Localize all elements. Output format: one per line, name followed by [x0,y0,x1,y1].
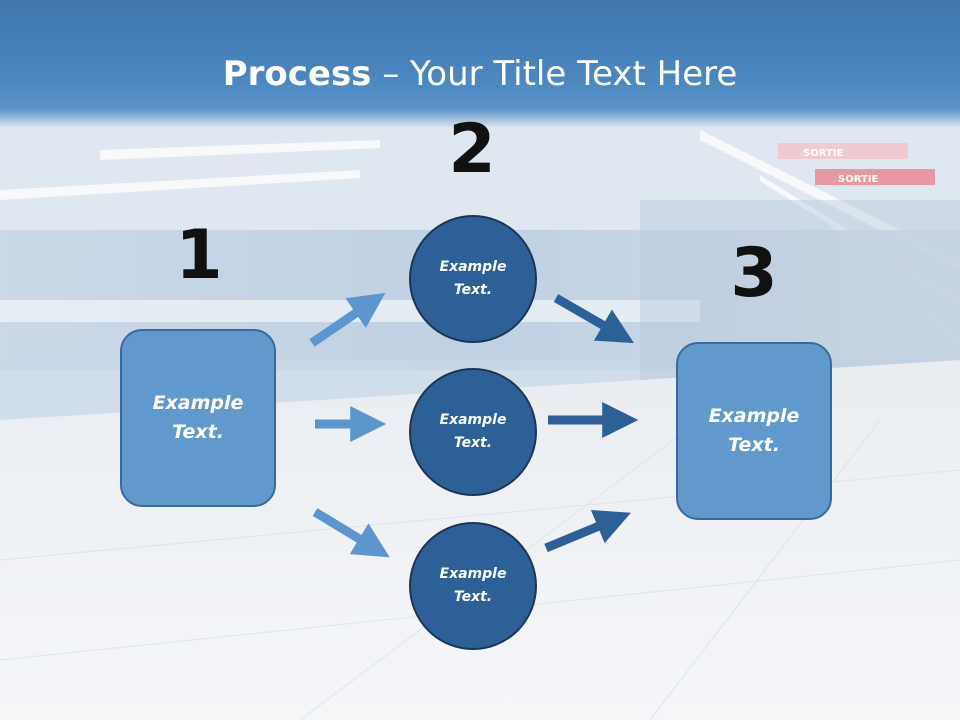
step-number-3: 3 [730,234,778,313]
sortie-signs: SORTIE SORTIE [778,143,935,185]
end-box-line2: Text. [728,434,780,456]
circle-bottom-line2: Text. [453,589,493,605]
sortie-sign-2: SORTIE [838,174,878,185]
arrow-box-to-circle-bottom [312,508,390,558]
circle-middle-line2: Text. [453,435,493,451]
title-band [0,0,960,128]
start-box-line1: Example [152,392,244,414]
circle-top: Example Text. [409,215,537,343]
circle-bottom-line1: Example [439,566,507,582]
circle-top-line1: Example [439,259,507,275]
arrow-circle-bottom-to-box [544,509,631,553]
circle-top-line2: Text. [453,282,493,298]
start-box: Example Text. [120,329,276,507]
end-box-line1: Example [708,405,800,427]
arrow-box-to-circle-top [309,292,386,347]
title-rest: – Your Title Text Here [371,54,738,94]
start-box-line2: Text. [172,421,224,443]
sortie-sign-1: SORTIE [803,148,843,159]
circle-bottom: Example Text. [409,522,537,650]
step-number-1: 1 [175,216,223,295]
end-box: Example Text. [676,342,832,520]
circle-middle-line1: Example [439,412,507,428]
circle-middle: Example Text. [409,368,537,496]
title-bold: Process [222,54,372,94]
step-number-2: 2 [448,110,496,189]
arrow-circle-top-to-box [553,294,635,344]
slide-title: Process – Your Title Text Here [0,52,960,96]
